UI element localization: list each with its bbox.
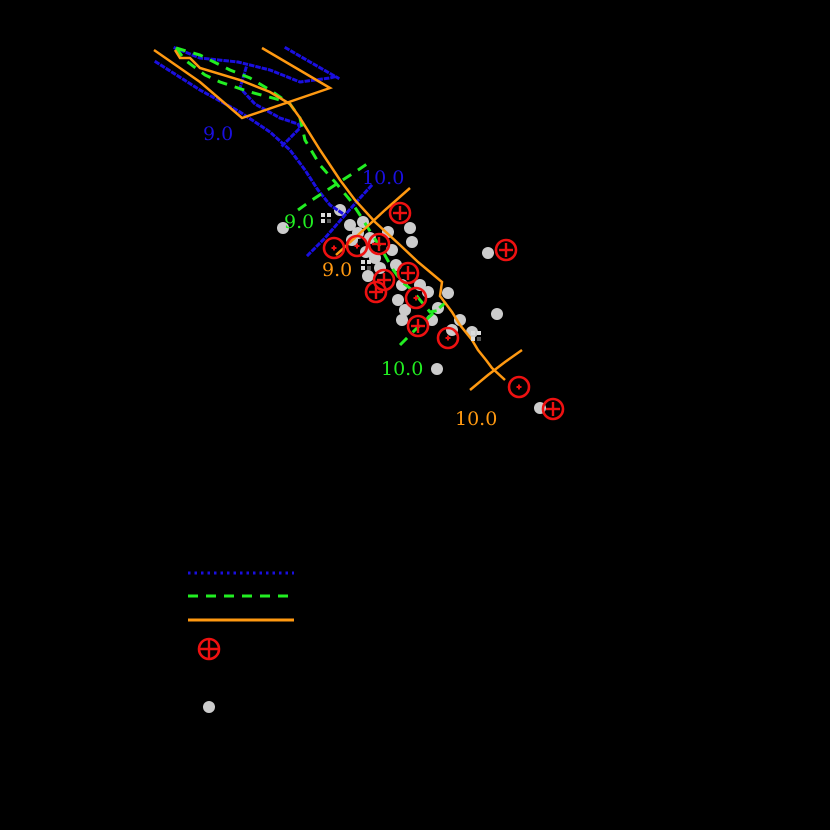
grey-point: [399, 304, 411, 316]
contour-green-dashed-path: [297, 160, 371, 212]
contour-label: 10.0: [381, 358, 423, 380]
legend: [188, 571, 294, 713]
red-crosshair-marker: [406, 314, 430, 338]
red-crosshair-marker: [541, 397, 565, 421]
square-marker: [471, 331, 481, 341]
legend-entry: [197, 637, 221, 661]
square-marker: [361, 260, 371, 270]
red-crosshair-marker: [404, 286, 428, 310]
grey-point: [277, 222, 289, 234]
red-crosshair-marker: [436, 326, 460, 350]
contour-blue-dotted-path: [283, 45, 341, 81]
contour-blue-dotted-path: [153, 59, 348, 218]
grey-point: [392, 294, 404, 306]
contour-green-dashed-path: [174, 47, 281, 102]
contour-orange-solid-path: [469, 348, 523, 391]
red-crosshair-marker: [364, 280, 388, 304]
red-crosshair-marker: [494, 238, 518, 262]
contour-label: 9.0: [203, 123, 233, 145]
grey-point: [406, 236, 418, 248]
legend-dot-icon: [203, 701, 215, 713]
square-marker: [321, 213, 331, 223]
contour-blue-dotted-path: [305, 182, 375, 258]
grey-point: [431, 363, 443, 375]
contour-label: 9.0: [284, 211, 314, 233]
contour-blue-dotted-path: [173, 46, 340, 84]
red-crosshair-marker: [396, 261, 420, 285]
contour-orange-solid-path: [153, 46, 333, 120]
contour-orange-solid-path: [173, 49, 506, 381]
grey-point: [442, 287, 454, 299]
red-crosshair-marker: [345, 234, 369, 258]
red-markers-layer: [322, 201, 565, 421]
grey-point: [404, 222, 416, 234]
contour-labels-layer: 9.0 10.0 9.0 10.0 9.0 10.0: [203, 123, 497, 430]
contour-label: 9.0: [322, 259, 352, 281]
legend-entry: [203, 701, 215, 713]
red-crosshair-marker: [322, 236, 346, 260]
red-crosshair-marker: [367, 232, 391, 256]
grey-point: [344, 219, 356, 231]
grey-point: [491, 308, 503, 320]
contour-label: 10.0: [455, 408, 497, 430]
square-markers-layer: [321, 213, 481, 341]
grey-point: [454, 314, 466, 326]
red-crosshair-marker: [388, 201, 412, 225]
grey-point: [362, 270, 374, 282]
contour-label: 10.0: [362, 167, 404, 189]
red-crosshair-marker: [507, 375, 531, 399]
grey-point: [482, 247, 494, 259]
grey-point: [396, 314, 408, 326]
